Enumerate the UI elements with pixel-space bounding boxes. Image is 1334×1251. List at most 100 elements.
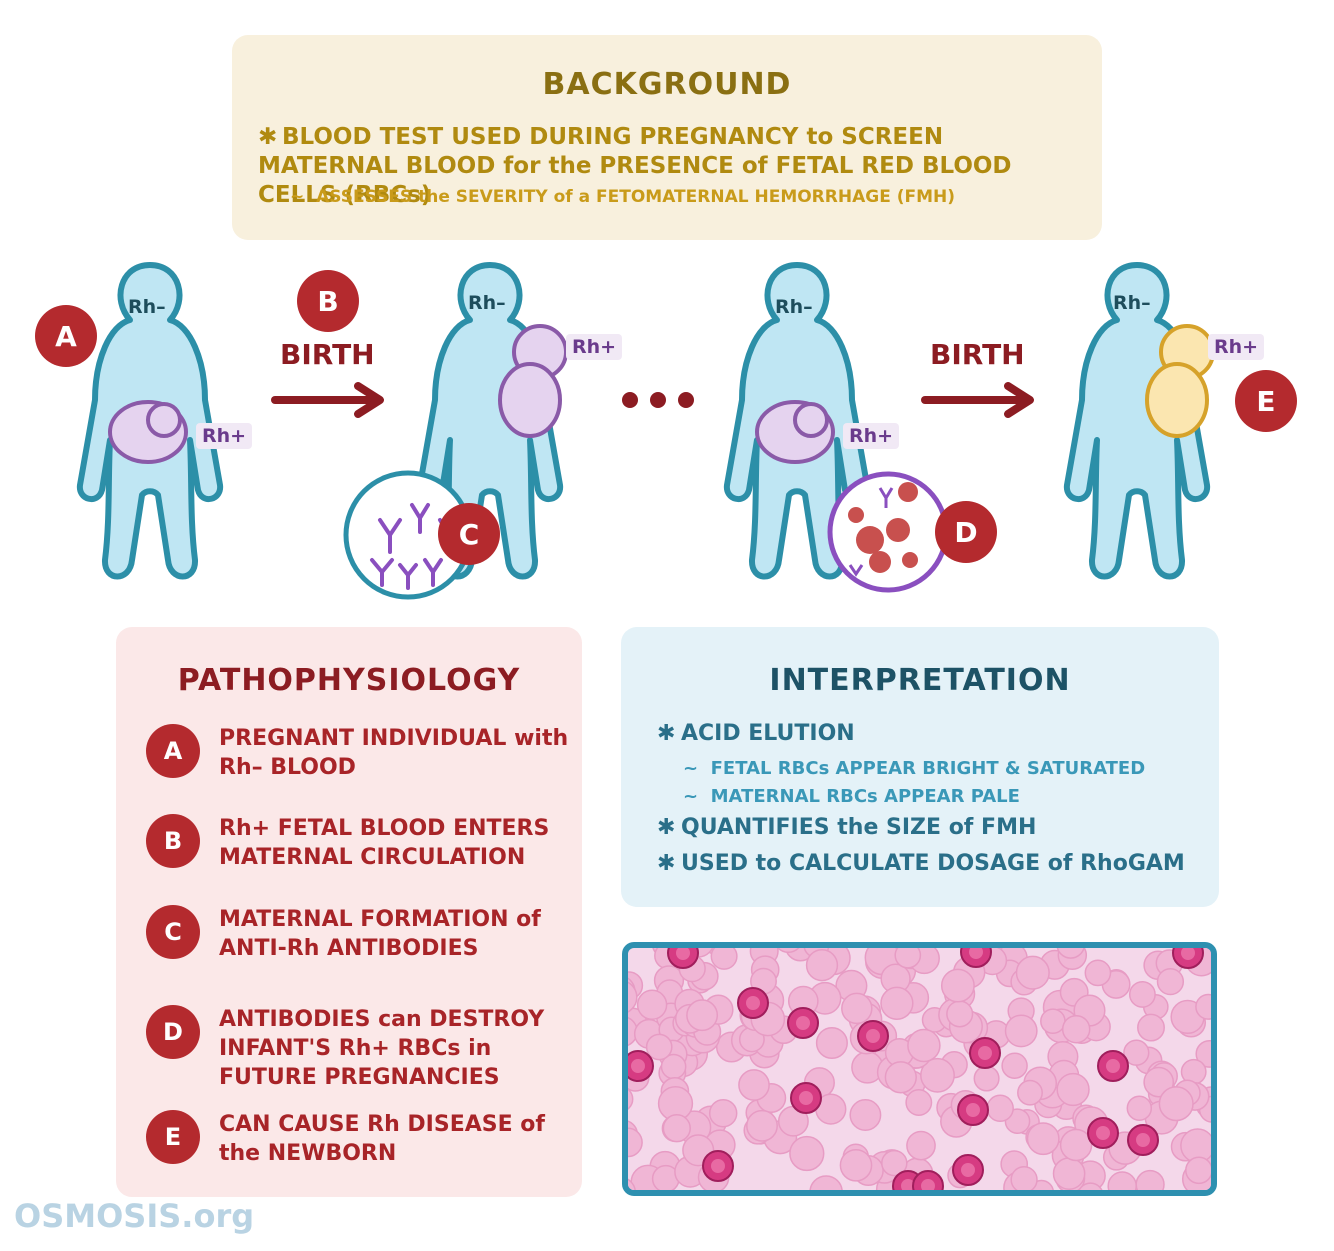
- maternal-rbc: [1107, 1171, 1137, 1190]
- tilde-icon: ~: [290, 187, 305, 207]
- maternal-rbc: [973, 1065, 1000, 1092]
- fetal-rbc-center: [901, 1179, 915, 1190]
- fetal-rbc-center: [1136, 1133, 1150, 1147]
- maternal-rbc: [738, 1069, 770, 1101]
- maternal-rbc: [636, 989, 668, 1021]
- pathophysiology-item-text: PREGNANT INDIVIDUAL with Rh– BLOOD: [219, 726, 569, 780]
- asterisk-icon: ✱: [657, 815, 676, 840]
- maternal-rbc: [1135, 1169, 1165, 1190]
- letter-badge: E: [146, 1110, 200, 1164]
- rh-positive-label: Rh+: [566, 334, 623, 360]
- interpretation-title: INTERPRETATION: [769, 663, 1071, 698]
- tilde-icon: ~: [683, 758, 699, 779]
- fetal-rbc-center: [1106, 1059, 1120, 1073]
- maternal-rbc: [645, 1033, 673, 1061]
- interpretation-bullet-text: QUANTIFIES the SIZE of FMH: [681, 815, 1037, 840]
- fetal-rbc-center: [1181, 948, 1195, 960]
- fetal-rbc-center: [1096, 1126, 1110, 1140]
- letter-badge: D: [146, 1005, 200, 1059]
- pathophysiology-title: PATHOPHYSIOLOGY: [177, 663, 521, 698]
- interpretation-sub-text: MATERNAL RBCs APPEAR PALE: [710, 786, 1020, 807]
- fetal-rbc-center: [676, 948, 690, 960]
- pathophysiology-panel: PATHOPHYSIOLOGY A PREGNANT INDIVIDUAL wi…: [116, 627, 582, 1197]
- letter-badge: A: [146, 724, 200, 778]
- maternal-rbc: [907, 1028, 941, 1063]
- maternal-rbc: [1195, 993, 1211, 1020]
- maternal-rbc: [1001, 1052, 1028, 1079]
- maternal-rbc: [1143, 1066, 1175, 1098]
- maternal-rbc: [1010, 1165, 1038, 1190]
- damaged-rbc-magnifier-icon: [827, 471, 949, 593]
- rh-sensitization-diagram: [0, 250, 1215, 600]
- ellipsis-icon: [622, 392, 694, 408]
- background-bullet-text: BLOOD TEST USED DURING PREGNANCY to SCRE…: [258, 124, 1012, 208]
- interpretation-bullet: ✱ACID ELUTION: [657, 721, 855, 746]
- pathophysiology-item-text: MATERNAL FORMATION of ANTI-Rh ANTIBODIES: [219, 907, 541, 961]
- rh-positive-label: Rh+: [843, 423, 900, 449]
- maternal-rbc: [1084, 959, 1112, 987]
- maternal-rbc: [1185, 1156, 1211, 1185]
- fetal-rbc-center: [921, 1179, 935, 1190]
- logo-suffix: .org: [181, 1197, 255, 1235]
- asterisk-icon: ✱: [657, 851, 676, 876]
- maternal-rbc: [1059, 1128, 1093, 1162]
- arrow-icon: [271, 382, 384, 418]
- asterisk-icon: ✱: [657, 721, 676, 746]
- maternal-rbc: [628, 981, 638, 1013]
- rh-negative-label: Rh–: [1113, 292, 1151, 314]
- maternal-rbc: [880, 986, 914, 1020]
- interpretation-bullet-text: ACID ELUTION: [681, 721, 855, 746]
- asterisk-icon: ✱: [258, 124, 278, 150]
- fetal-rbc-center: [796, 1016, 810, 1030]
- rh-negative-label: Rh–: [128, 296, 166, 318]
- fetal-rbc-center: [631, 1059, 645, 1073]
- letter-badge: B: [146, 814, 200, 868]
- pregnant-person-a: [80, 265, 220, 577]
- interpretation-bullet: ✱QUANTIFIES the SIZE of FMH: [657, 815, 1036, 840]
- maternal-rbc: [905, 1089, 933, 1116]
- label-c-badge: C: [438, 503, 500, 565]
- interpretation-sub-bullet: ~ FETAL RBCs APPEAR BRIGHT & SATURATED: [683, 758, 1145, 779]
- fetal-rbc-center: [961, 1163, 975, 1177]
- interpretation-sub-bullet: ~ MATERNAL RBCs APPEAR PALE: [683, 786, 1020, 807]
- maternal-rbc: [940, 968, 975, 1003]
- tilde-icon: ~: [683, 786, 699, 807]
- maternal-rbc: [628, 1088, 634, 1110]
- maternal-rbc: [884, 1061, 917, 1094]
- maternal-rbc: [920, 1057, 955, 1093]
- maternal-rbc: [777, 948, 800, 954]
- interpretation-bullet: ✱USED to CALCULATE DOSAGE of RhoGAM: [657, 851, 1185, 876]
- background-sub-text: ASSESSES the SEVERITY of a FETOMATERNAL …: [316, 187, 956, 207]
- maternal-rbc: [662, 1114, 691, 1143]
- maternal-rbc: [894, 948, 922, 969]
- background-bullet: ✱BLOOD TEST USED DURING PREGNANCY to SCR…: [258, 123, 1078, 210]
- pathophysiology-item-text: ANTIBODIES can DESTROY INFANT'S Rh+ RBCs…: [219, 1007, 545, 1090]
- maternal-rbc: [1004, 1014, 1038, 1048]
- maternal-rbc: [1061, 1014, 1091, 1044]
- maternal-rbc: [849, 1099, 882, 1131]
- maternal-rbc: [1015, 955, 1050, 990]
- rh-positive-label: Rh+: [196, 423, 253, 449]
- background-title: BACKGROUND: [542, 67, 792, 102]
- arrow-icon: [921, 382, 1034, 418]
- label-d-badge: D: [935, 501, 997, 563]
- maternal-rbc: [1078, 1182, 1103, 1190]
- maternal-rbc: [1128, 980, 1156, 1008]
- interpretation-sub-text: FETAL RBCs APPEAR BRIGHT & SATURATED: [710, 758, 1146, 779]
- interpretation-panel: INTERPRETATION ✱ACID ELUTION ~ FETAL RBC…: [621, 627, 1219, 907]
- maternal-rbc: [789, 1135, 825, 1172]
- logo-text: OSMOSIS: [14, 1197, 182, 1235]
- maternal-rbc: [1056, 948, 1085, 959]
- osmosis-logo: OSMOSIS.org: [14, 1197, 254, 1235]
- maternal-rbc: [986, 1094, 1014, 1123]
- mother-with-baby-e: [1067, 265, 1215, 577]
- pathophysiology-item-text: CAN CAUSE Rh DISEASE of the NEWBORN: [219, 1112, 545, 1166]
- maternal-rbc: [708, 1098, 738, 1128]
- maternal-rbc: [1126, 1095, 1153, 1121]
- pathophysiology-item-text: Rh+ FETAL BLOOD ENTERS MATERNAL CIRCULAT…: [219, 816, 550, 870]
- fetal-rbc-center: [866, 1029, 880, 1043]
- rh-negative-label: Rh–: [775, 296, 813, 318]
- label-e-badge: E: [1235, 370, 1297, 432]
- maternal-rbc: [1040, 1008, 1066, 1035]
- maternal-rbc: [805, 949, 839, 982]
